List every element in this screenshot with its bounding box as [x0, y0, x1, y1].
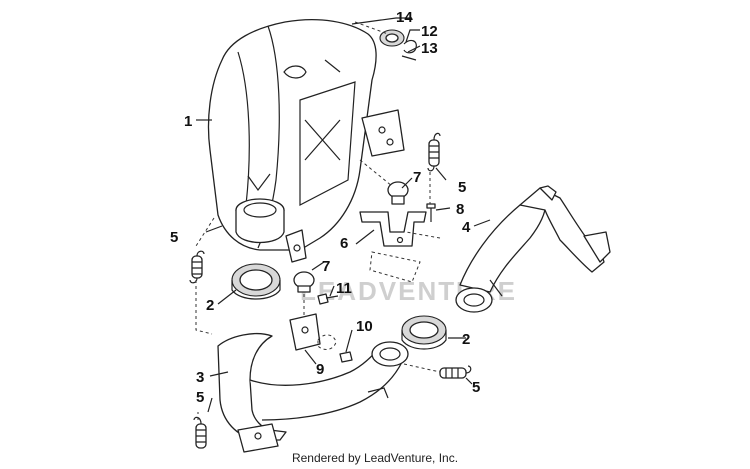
callout-11: 11: [336, 280, 352, 297]
gasket-left-part: [231, 263, 281, 300]
leader-lines: [195, 17, 491, 420]
callout-5-left: 5: [170, 229, 178, 246]
bracket-9-part: [289, 313, 337, 351]
y-pipe-part: [217, 332, 409, 453]
spring-upper-part: [427, 132, 441, 172]
callout-14: 14: [396, 9, 413, 26]
callout-5-upper: 5: [458, 179, 466, 196]
callout-7-lower: 7: [322, 258, 330, 275]
muffler-part: [207, 19, 377, 263]
bolt-8-part: [426, 203, 436, 222]
spring-lower-right-part: [439, 365, 472, 379]
spring-lower-left-part: [193, 416, 207, 449]
callout-5-lower-right: 5: [472, 379, 480, 396]
gasket-right-part: [401, 315, 447, 350]
callout-10: 10: [356, 318, 373, 335]
grommet-lower-part: [293, 271, 315, 293]
callout-1: 1: [184, 113, 192, 130]
callout-2-right: 2: [462, 331, 470, 348]
upper-bracket-part: [361, 109, 405, 157]
callout-5-lower-left: 5: [196, 389, 204, 406]
header-pipe-part: [455, 185, 611, 313]
bolt-11-part: [317, 293, 339, 305]
callout-4: 4: [462, 219, 471, 236]
callout-8: 8: [456, 201, 464, 218]
callout-3: 3: [196, 369, 204, 386]
bracket-6-part: [359, 211, 427, 283]
clip-part: [401, 39, 417, 61]
grommet-part: [379, 29, 405, 47]
spring-left-part: [189, 250, 205, 284]
nut-10-part: [339, 351, 353, 363]
callout-12: 12: [421, 23, 438, 40]
callout-6: 6: [340, 235, 348, 252]
callout-13: 13: [421, 40, 438, 57]
grommet-upper-part: [387, 181, 409, 205]
callout-7-upper: 7: [413, 169, 421, 186]
callout-2-left: 2: [206, 297, 214, 314]
callout-9: 9: [316, 361, 324, 378]
render-credit: Rendered by LeadVenture, Inc.: [291, 451, 459, 465]
